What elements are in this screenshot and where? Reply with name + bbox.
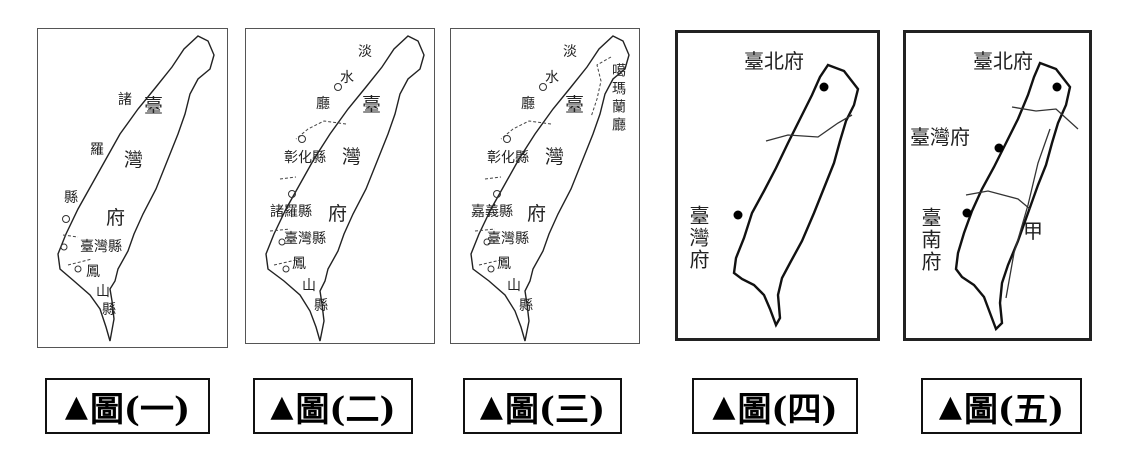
label-fu: 府	[328, 203, 348, 225]
label-luo: 羅	[90, 142, 104, 158]
caption-text: 圖(一)	[89, 389, 191, 430]
caption-2: ▲ 圖(二)	[253, 378, 413, 434]
label-shan: 山	[96, 284, 110, 300]
label-fu: 府	[106, 207, 126, 229]
label-feng: 鳳	[497, 256, 511, 272]
label-tai: 臺	[144, 95, 164, 117]
taiwan-outline-3	[470, 35, 630, 342]
label-dan: 淡	[563, 44, 577, 60]
label-taiwan-fu: 臺灣府	[910, 125, 970, 149]
label-jia: 甲	[1023, 219, 1043, 243]
label-ting: 廳	[521, 96, 535, 112]
label-shui: 水	[545, 70, 559, 86]
map-panel-4: 臺北府 臺灣府	[675, 30, 880, 341]
taiwan-outline-5	[954, 61, 1079, 332]
label-taipei: 臺北府	[744, 49, 804, 73]
caption-text: 圖(四)	[737, 389, 838, 430]
label-tainan: 臺南府	[918, 207, 942, 273]
label-changhua: 彰化縣	[284, 150, 326, 166]
label-gemalan: 噶瑪蘭廳	[610, 63, 626, 135]
label-shan-xian: 縣	[314, 298, 328, 314]
map-panel-3: 淡 水 廳 臺 噶瑪蘭廳 彰化縣 灣 嘉義縣 府 臺灣縣 鳳 山 縣	[450, 28, 640, 344]
label-feng: 鳳	[292, 256, 306, 272]
map-panel-2: 淡 水 廳 臺 彰化縣 灣 諸羅縣 府 臺灣縣 鳳 山 縣	[245, 28, 435, 344]
label-wan: 灣	[124, 149, 144, 171]
label-dan: 淡	[358, 44, 372, 60]
label-taiwan-county: 臺灣縣	[284, 231, 326, 247]
triangle-marker-icon: ▲	[64, 388, 88, 424]
caption-3: ▲ 圖(三)	[463, 378, 622, 434]
label-shan-xian: 縣	[519, 298, 533, 314]
label-shui: 水	[340, 70, 354, 86]
caption-text: 圖(五)	[963, 389, 1065, 430]
label-wan: 灣	[342, 146, 362, 168]
caption-1: ▲ 圖(一)	[45, 378, 210, 434]
triangle-marker-icon: ▲	[479, 388, 503, 424]
caption-text: 圖(二)	[295, 389, 396, 430]
taiwan-outline-4	[732, 63, 860, 328]
label-taipei: 臺北府	[973, 49, 1033, 73]
caption-text: 圖(三)	[504, 389, 606, 430]
label-tai: 臺	[565, 94, 585, 116]
label-tai: 臺	[362, 94, 382, 116]
triangle-marker-icon: ▲	[938, 388, 962, 424]
label-zhu: 諸	[118, 92, 132, 108]
label-feng: 鳳	[86, 264, 100, 280]
label-changhua: 彰化縣	[487, 150, 529, 166]
label-jiayi: 嘉義縣	[471, 204, 513, 220]
label-shan: 山	[302, 278, 316, 294]
label-taiwan-county: 臺灣縣	[487, 231, 529, 247]
label-xian: 縣	[64, 190, 78, 206]
label-ting: 廳	[316, 96, 330, 112]
map-panel-1: 諸 臺 羅 灣 縣 府 臺灣縣 鳳 山 縣	[37, 28, 228, 348]
label-wan: 灣	[545, 146, 565, 168]
taiwan-outline-2	[265, 35, 425, 342]
label-taiwan-fu: 臺灣府	[686, 205, 710, 271]
triangle-marker-icon: ▲	[712, 388, 736, 424]
label-fu: 府	[527, 203, 547, 225]
caption-5: ▲ 圖(五)	[921, 378, 1082, 434]
label-shan: 山	[507, 278, 521, 294]
caption-4: ▲ 圖(四)	[692, 378, 858, 434]
label-shan-xian: 縣	[102, 302, 116, 318]
map-panel-5: 臺北府 臺灣府 臺南府 甲	[903, 30, 1092, 341]
taiwan-outline-1	[57, 35, 215, 342]
label-taiwan-county: 臺灣縣	[80, 239, 122, 255]
triangle-marker-icon: ▲	[270, 388, 294, 424]
label-zhuluo: 諸羅縣	[270, 204, 312, 220]
